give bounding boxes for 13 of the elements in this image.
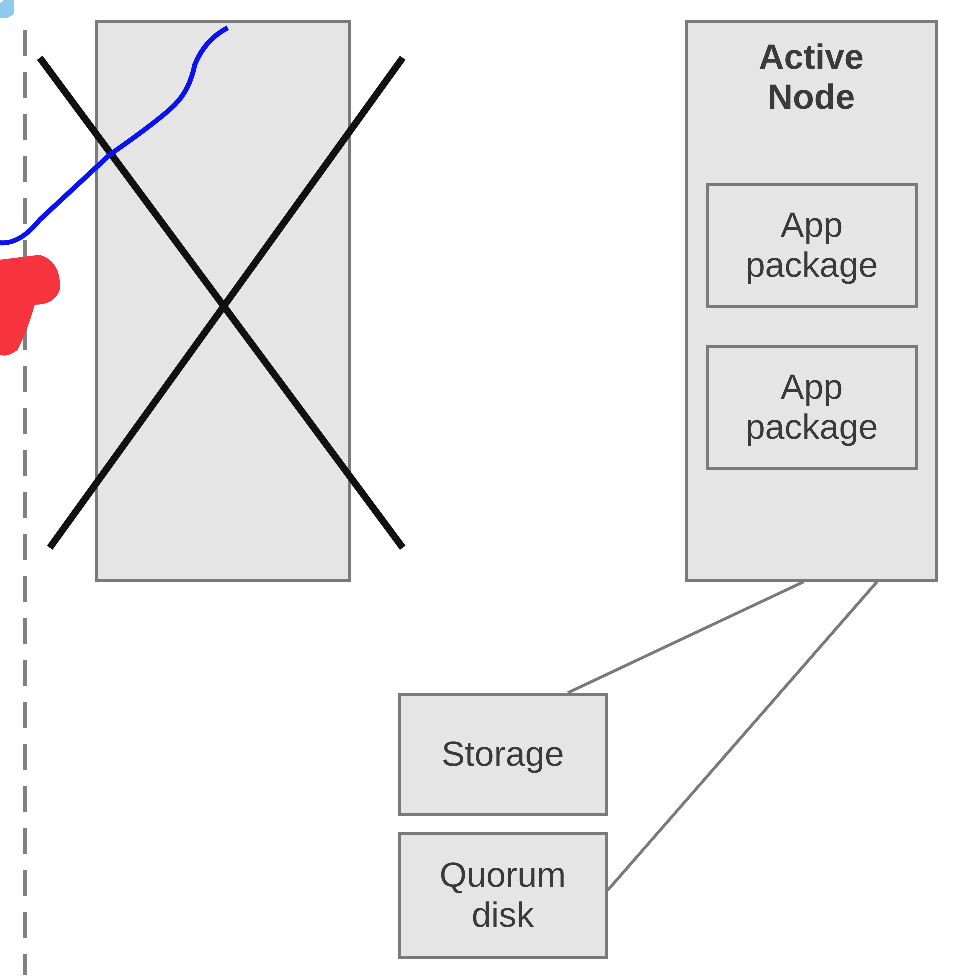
node-label: App package [744,368,880,448]
node-heading: Active Node [758,38,866,118]
process-box [398,832,608,959]
node-label: Storage [440,734,566,774]
process-box [685,20,938,582]
process-box [398,693,608,816]
connector-line [606,581,878,892]
node-label: App package [744,206,880,286]
process-box [706,183,918,308]
box [95,20,351,582]
process-box [706,345,918,470]
connector-line [567,580,805,694]
node-label: Quorum disk [438,856,568,936]
